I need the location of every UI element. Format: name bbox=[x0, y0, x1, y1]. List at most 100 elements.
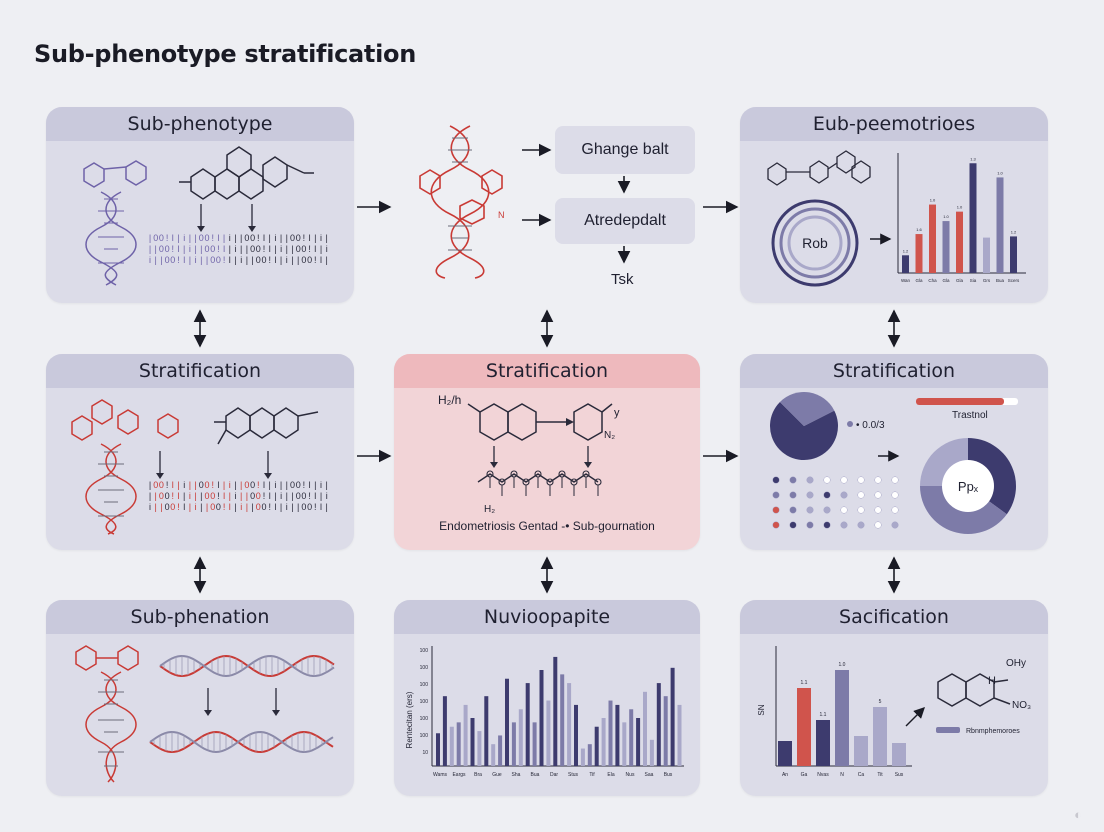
dot bbox=[772, 491, 780, 499]
bar bbox=[608, 700, 613, 766]
sequence-glyph: 0 bbox=[165, 255, 170, 265]
sequence-glyph: 0 bbox=[307, 255, 312, 265]
sequence-glyph: ! bbox=[263, 244, 266, 254]
bar bbox=[567, 683, 572, 766]
x-tick-label: Scers bbox=[1008, 278, 1020, 283]
sequence-glyph: | bbox=[160, 255, 162, 265]
task-label: Tsk bbox=[611, 271, 634, 288]
sequence-glyph: 0 bbox=[159, 491, 164, 501]
panel-header: Stratification bbox=[740, 354, 1048, 388]
bar bbox=[587, 744, 592, 766]
sequence-glyph: i bbox=[235, 491, 237, 501]
x-tick-label: Wams bbox=[433, 772, 447, 778]
sequence-glyph: i bbox=[326, 244, 328, 254]
sequence-glyph: l bbox=[183, 255, 185, 265]
bar bbox=[546, 700, 551, 766]
panel-stratification-right: Stratification • 0.0/3 Trastnol Ppₓ bbox=[740, 354, 1048, 550]
sequence-glyph: l bbox=[263, 233, 265, 243]
sequence-glyph: l bbox=[172, 233, 174, 243]
bar bbox=[854, 736, 868, 766]
bar bbox=[463, 704, 468, 766]
sequence-glyph: | bbox=[229, 244, 231, 254]
bar bbox=[892, 743, 906, 766]
chem-label-tl: H₂/h bbox=[438, 393, 461, 407]
sequence-glyph: 0 bbox=[199, 480, 204, 490]
bar bbox=[574, 704, 578, 766]
molecule-chain bbox=[477, 470, 602, 496]
sequence-glyph: | bbox=[251, 502, 253, 512]
sequence-glyph: | bbox=[177, 480, 179, 490]
sequence-glyph: | bbox=[326, 255, 328, 265]
bar bbox=[942, 221, 950, 273]
sequence-glyph: 0 bbox=[261, 255, 266, 265]
x-tick-label: N bbox=[840, 772, 844, 778]
sequence-glyph: i bbox=[229, 233, 231, 243]
sequence-glyph: i bbox=[195, 502, 197, 512]
sequence-glyph: | bbox=[240, 233, 242, 243]
dot bbox=[789, 491, 797, 499]
sequence-glyph: 0 bbox=[204, 233, 209, 243]
dot bbox=[772, 476, 780, 484]
sequence-glyph: i bbox=[286, 255, 288, 265]
sequence-glyph: l bbox=[314, 491, 316, 501]
panel-stratification-center: Stratification H₂/h y N₂ H₂ Endometriosi… bbox=[394, 354, 700, 550]
sequence-glyph: 0 bbox=[296, 491, 301, 501]
sequence-glyph: | bbox=[274, 491, 276, 501]
y-tick-label: 100 bbox=[420, 699, 429, 705]
sequence-glyph: | bbox=[286, 480, 288, 490]
dot bbox=[874, 491, 882, 499]
sequence-glyph: | bbox=[280, 233, 282, 243]
sequence-glyph: i bbox=[240, 255, 242, 265]
sequence-glyph: 0 bbox=[296, 244, 301, 254]
sequence-glyph: 0 bbox=[301, 244, 306, 254]
chem-label-b: H₂ bbox=[484, 504, 495, 515]
sequence-glyph: i bbox=[326, 491, 328, 501]
sequence-glyph: | bbox=[155, 502, 157, 512]
x-tick-label: Nvas bbox=[817, 772, 829, 778]
sequence-glyph: | bbox=[200, 244, 202, 254]
bar bbox=[484, 696, 489, 766]
x-tick-label: Bua bbox=[996, 278, 1005, 283]
bar bbox=[532, 722, 537, 766]
sequence-glyph: ! bbox=[217, 244, 220, 254]
sequence-glyph: i bbox=[274, 480, 276, 490]
dot bbox=[806, 491, 814, 499]
process-box-2: Atredepdalt bbox=[555, 198, 695, 244]
sequence-glyph: | bbox=[326, 480, 328, 490]
sequence-glyph: | bbox=[297, 502, 299, 512]
sequence-glyph: ! bbox=[177, 255, 180, 265]
sequence-glyph: | bbox=[280, 502, 282, 512]
panel-caption: Endometriosis Gentad -• Sub-gournation bbox=[439, 519, 655, 533]
sequence-glyph: | bbox=[269, 233, 271, 243]
sequence-glyph: | bbox=[183, 491, 185, 501]
bar bbox=[677, 704, 682, 766]
y-axis-label: SN bbox=[757, 704, 766, 715]
y-axis-label: Rentecitan (ers) bbox=[405, 691, 414, 748]
svg-text:N: N bbox=[498, 210, 505, 220]
sequence-glyph: | bbox=[234, 502, 236, 512]
sequence-glyph: | bbox=[177, 233, 179, 243]
sequence-glyph: 0 bbox=[210, 255, 215, 265]
sequence-glyph: | bbox=[234, 233, 236, 243]
sequence-glyph: 0 bbox=[250, 491, 255, 501]
sequence-glyph: i bbox=[229, 480, 231, 490]
bar-value-label: 5 bbox=[879, 699, 882, 705]
bar bbox=[615, 704, 620, 766]
sequence-glyph: 0 bbox=[159, 233, 164, 243]
x-tick-label: Dar bbox=[550, 772, 558, 778]
sequence-glyph: | bbox=[194, 480, 196, 490]
dot bbox=[891, 491, 899, 499]
dot bbox=[823, 506, 831, 514]
x-tick-label: Sia bbox=[970, 278, 977, 283]
sequence-glyph: | bbox=[155, 255, 157, 265]
x-tick-label: Wan bbox=[901, 278, 911, 283]
sequence-glyph: | bbox=[206, 502, 208, 512]
sequence-glyph: ! bbox=[223, 255, 226, 265]
sequence-glyph: 0 bbox=[204, 480, 209, 490]
sequence-glyph: 0 bbox=[301, 255, 306, 265]
sequence-glyph: 0 bbox=[256, 491, 261, 501]
bar bbox=[902, 255, 909, 273]
